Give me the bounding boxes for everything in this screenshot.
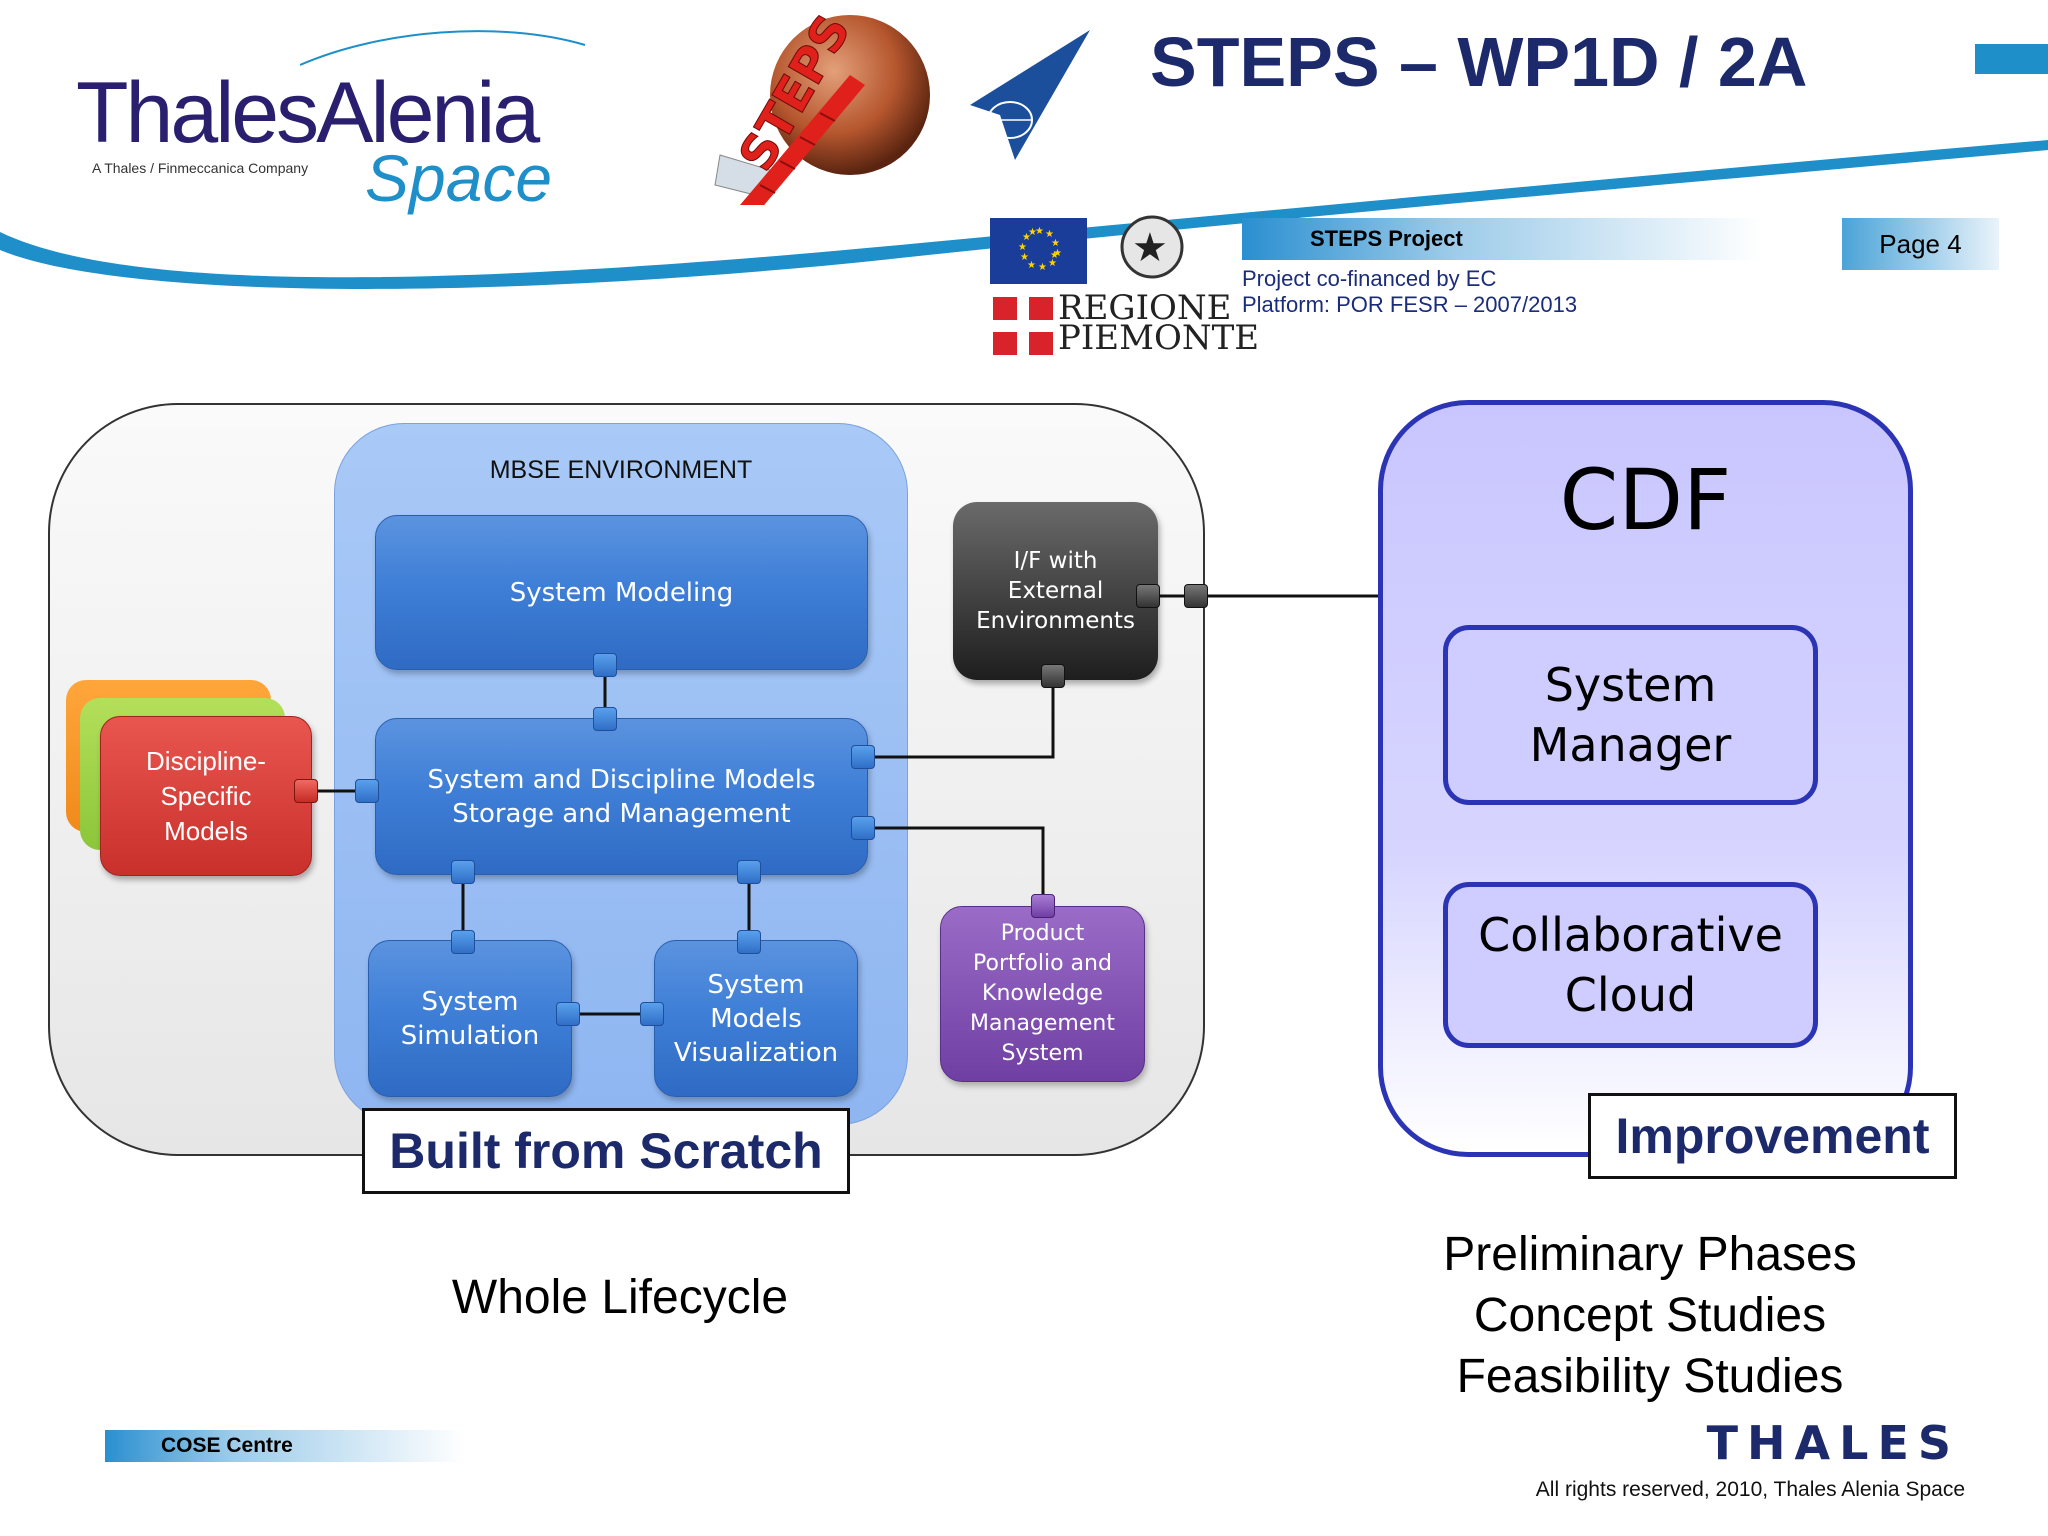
port-visualization-left [640, 1002, 664, 1026]
port-simulation-top [451, 930, 475, 954]
simulation-line2: Simulation [400, 1020, 540, 1051]
external-environments-interface-box: I/F with External Environments [953, 502, 1158, 680]
storage-line1: System and Discipline Models [427, 764, 816, 795]
regione-piemonte-flag-icon [993, 297, 1053, 355]
port-panel-edge [1184, 584, 1208, 608]
system-manager-line2: Manager [1529, 718, 1732, 772]
logo-space-text: Space [365, 141, 553, 215]
svg-text:★: ★ [1018, 242, 1027, 253]
port-external-right [1136, 584, 1160, 608]
svg-text:★: ★ [1053, 248, 1062, 259]
port-discipline-right [294, 779, 318, 803]
document-title: STEPS – WP1D / 2A [1150, 23, 1808, 101]
svg-text:★: ★ [1027, 260, 1036, 271]
project-label: STEPS Project [1242, 218, 1762, 260]
system-models-visualization-box: System Models Visualization [654, 940, 858, 1097]
header-swoosh [0, 140, 2048, 289]
thales-alenia-space-logo: ThalesAlenia A Thales / Finmeccanica Com… [70, 30, 586, 215]
port-storage-bottom-right [737, 860, 761, 884]
svg-text:★: ★ [1051, 238, 1060, 249]
logo-brand-text: ThalesAlenia [76, 65, 540, 161]
discipline-line1: Discipline- [146, 745, 266, 776]
footer-cose-centre: COSE Centre [105, 1430, 465, 1462]
eu-flag-icon: ★★★★★★★★★★★★ [990, 218, 1087, 284]
port-storage-top [593, 707, 617, 731]
svg-text:★: ★ [1048, 258, 1057, 269]
product-line4: Management [970, 1011, 1115, 1036]
collaborative-cloud-box: Collaborative Cloud [1443, 882, 1818, 1048]
title-accent-bar [1975, 44, 2048, 74]
svg-text:★: ★ [1028, 227, 1037, 238]
project-platform-text: Platform: POR FESR – 2007/2013 [1242, 292, 1578, 317]
collab-cloud-line2: Cloud [1564, 968, 1697, 1022]
steps-logo: STEPS [700, 5, 940, 210]
svg-text:★: ★ [1020, 252, 1029, 263]
regione-piemonte-logo: REGIONE PIEMONTE [1058, 288, 1260, 358]
system-manager-box: System Manager [1443, 625, 1818, 805]
discipline-specific-models-box: Discipline- Specific Models [100, 716, 312, 876]
system-manager-line1: System [1544, 658, 1717, 712]
svg-text:★: ★ [1050, 250, 1059, 261]
phase-preliminary: Preliminary Phases [1443, 1228, 1857, 1281]
svg-text:★: ★ [1132, 225, 1168, 271]
logo-tagline: A Thales / Finmeccanica Company [92, 160, 309, 176]
page-number: Page 4 [1842, 218, 1999, 270]
regione-line1: REGIONE [1058, 288, 1232, 328]
agency-logo [940, 25, 1100, 165]
external-line3: Environments [976, 608, 1135, 634]
product-line5: System [1001, 1041, 1084, 1066]
project-cofinanced-text: Project co-financed by EC [1242, 266, 1497, 291]
svg-text:★: ★ [1035, 226, 1044, 237]
simulation-line1: System [421, 986, 519, 1017]
italian-emblem-icon: ★ [1118, 213, 1186, 283]
discipline-line2: Specific [160, 780, 252, 811]
svg-text:★: ★ [1022, 232, 1031, 243]
system-simulation-box: System Simulation [368, 940, 572, 1097]
visualization-line3: Visualization [673, 1037, 839, 1068]
port-product-top [1031, 894, 1055, 918]
phase-feasibility: Feasibility Studies [1456, 1350, 1844, 1403]
product-line2: Portfolio and [973, 951, 1112, 976]
port-simulation-right [556, 1002, 580, 1026]
discipline-line3: Models [164, 815, 248, 846]
product-line1: Product [1000, 921, 1085, 946]
port-external-bottom [1041, 664, 1065, 688]
thales-logo: THALES [1706, 1416, 1960, 1470]
external-line1: I/F with [1013, 548, 1098, 574]
built-from-scratch-label: Built from Scratch [362, 1108, 850, 1194]
port-visualization-top [737, 930, 761, 954]
cdf-title: CDF [1559, 451, 1732, 549]
svg-text:★: ★ [1045, 229, 1054, 240]
port-storage-right-upper [851, 745, 875, 769]
collab-cloud-line1: Collaborative [1478, 908, 1783, 962]
storage-management-box: System and Discipline Models Storage and… [375, 718, 868, 875]
visualization-line1: System [707, 969, 805, 1000]
storage-line2: Storage and Management [452, 798, 791, 829]
external-line2: External [1007, 578, 1104, 604]
improvement-label: Improvement [1588, 1093, 1957, 1179]
whole-lifecycle-caption: Whole Lifecycle [451, 1271, 789, 1324]
port-storage-bottom-left [451, 860, 475, 884]
phases-caption: Preliminary Phases Concept Studies Feasi… [1380, 1224, 1920, 1407]
phase-concept: Concept Studies [1473, 1289, 1827, 1342]
svg-text:★: ★ [1038, 262, 1047, 273]
product-portfolio-box: Product Portfolio and Knowledge Manageme… [940, 906, 1145, 1082]
mbse-environment-label: MBSE ENVIRONMENT [489, 456, 753, 484]
port-storage-left [355, 779, 379, 803]
footer-copyright: All rights reserved, 2010, Thales Alenia… [1535, 1478, 1965, 1501]
product-line3: Knowledge [982, 981, 1103, 1006]
visualization-line2: Models [710, 1003, 802, 1034]
port-storage-right-lower [851, 816, 875, 840]
port-modeling-bottom [593, 653, 617, 677]
system-modeling-box: System Modeling [375, 515, 868, 670]
regione-line2: PIEMONTE [1058, 318, 1260, 358]
